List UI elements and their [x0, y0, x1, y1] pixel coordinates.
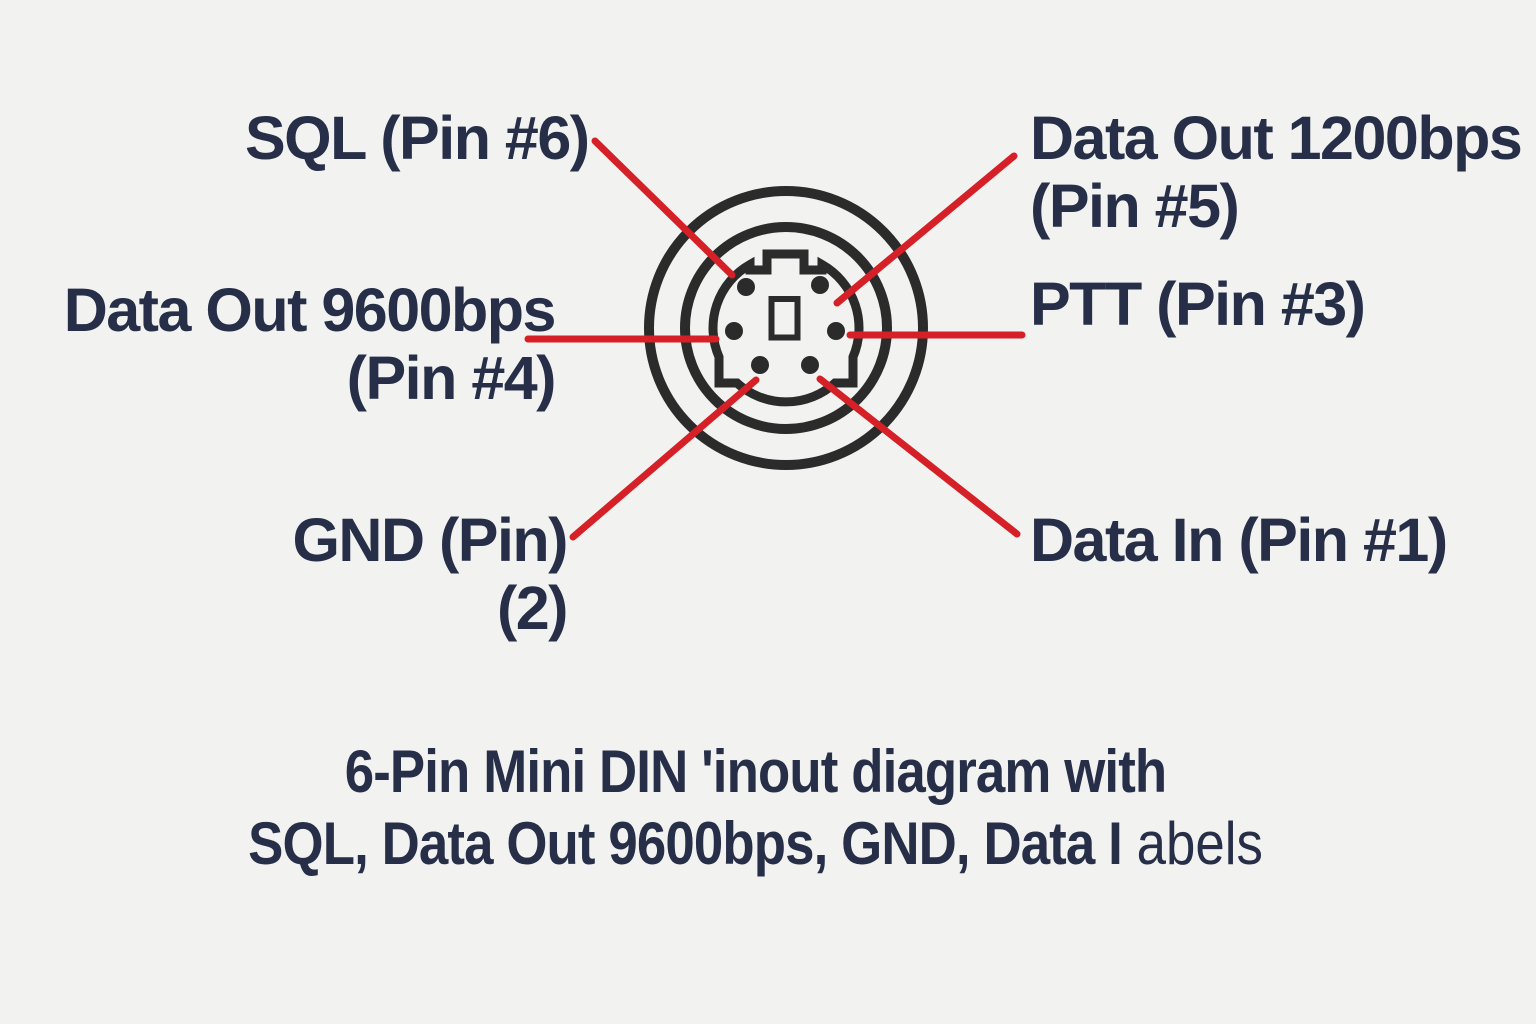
caption-line2: SQL, Data Out 9600bps, GND, Data I abels: [249, 808, 1264, 880]
pin-dot-5: [811, 276, 829, 294]
leader-line-data-in: [816, 375, 1021, 538]
label-pin2-line2: (2): [496, 574, 569, 642]
label-pin5-data-out-1200: Data Out 1200bps (Pin #5): [1030, 104, 1523, 240]
label-pin2-line1: GND (Pin): [292, 506, 568, 574]
label-pin4-line1: Data Out 9600bps: [63, 276, 557, 344]
leader-line-data-out-1200: [833, 152, 1018, 307]
label-pin4-data-out-9600: Data Out 9600bps (Pin #4): [0, 276, 557, 412]
label-pin1-data-in: Data In (Pin #1): [1030, 506, 1448, 574]
connector-outer-ring: [644, 186, 928, 470]
label-pin2-gnd: GND (Pin) (2): [0, 506, 569, 642]
connector-key-slot: [768, 296, 801, 341]
leader-line-sql: [591, 137, 736, 279]
caption-line2-bold: SQL, Data Out 9600bps, GND, Data I: [248, 810, 1124, 877]
caption-line1: 6-Pin Mini DIN 'inout diagram with: [345, 738, 1167, 805]
label-pin5-line2: (Pin #5): [1030, 172, 1240, 240]
diagram-caption: 6-Pin Mini DIN 'inout diagram with SQL, …: [0, 736, 1524, 880]
caption-line2-light: abels: [1122, 810, 1264, 877]
pin-dot-6: [737, 278, 755, 296]
label-pin5-line1: Data Out 1200bps: [1030, 104, 1523, 172]
label-pin4-line2: (Pin #4): [346, 344, 557, 412]
label-pin6-sql: SQL (Pin #6): [245, 104, 590, 172]
connector-middle-ring: [680, 222, 892, 434]
pin-dot-4: [725, 322, 743, 340]
leader-line-gnd: [569, 376, 760, 541]
pin-dot-3: [827, 322, 845, 340]
caption-text: 6-Pin Mini DIN 'inout diagram with SQL, …: [249, 736, 1264, 880]
mini-din-connector: [644, 186, 928, 470]
pin-dot-2: [751, 356, 769, 374]
pin-dot-1: [801, 356, 819, 374]
label-pin3-ptt: PTT (Pin #3): [1030, 270, 1366, 338]
